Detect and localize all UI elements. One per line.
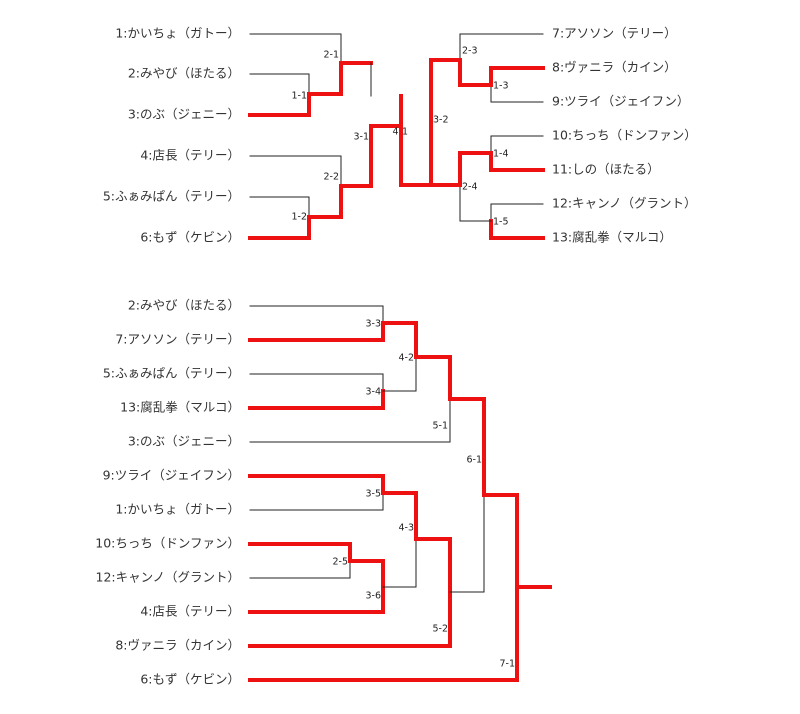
match-label: 3-6 (365, 591, 381, 602)
advance-line (381, 491, 418, 541)
match-label: 1-1 (291, 91, 307, 102)
entry-line (490, 135, 544, 154)
match-label: 3-2 (433, 115, 449, 126)
player-label: 5:ふぁみぱん（テリー） (103, 189, 240, 204)
match-label: 3-5 (365, 489, 381, 500)
player-label: 10:ちっち（ドンファン） (95, 536, 240, 551)
match-label: 4-3 (398, 523, 414, 534)
entry-line (249, 196, 310, 218)
player-label: 6:もず（ケビン） (140, 672, 240, 687)
entry-line (248, 474, 385, 495)
match-label: 5-2 (432, 624, 448, 635)
entry-line (490, 203, 544, 222)
player-label: 2:みやび（ほたる） (128, 298, 240, 313)
player-label: 5:ふぁみぱん（テリー） (103, 366, 240, 381)
player-label: 11:しの（ほたる） (552, 162, 660, 177)
entry-line (248, 590, 452, 648)
player-label: 7:アソソン（テリー） (115, 332, 240, 347)
match-label: 1-4 (493, 149, 509, 160)
advance-line (348, 559, 385, 589)
player-label: 1:かいちょ（ガトー） (115, 502, 240, 517)
advance-line (482, 493, 519, 589)
player-label: 1:かいちょ（ガトー） (115, 26, 240, 41)
match-label: 2-4 (462, 182, 478, 193)
entry-line (248, 92, 311, 117)
player-label: 12:キャンノ（グラント） (552, 196, 697, 211)
match-label: 2-5 (332, 557, 348, 568)
player-label: 9:ツライ（ジェイフン） (103, 468, 240, 483)
player-label: 3:のぶ（ジェニー） (128, 434, 240, 449)
entry-line (249, 305, 384, 324)
advance-line (449, 494, 485, 593)
advance-line (381, 321, 418, 359)
entry-line (249, 560, 351, 579)
entry-line (249, 73, 310, 95)
advance-line (414, 355, 452, 401)
match-label: 1-5 (493, 217, 509, 228)
match-label: 7-1 (499, 659, 515, 670)
entry-line (248, 585, 519, 682)
advance-line (429, 58, 493, 87)
entry-line (489, 66, 545, 87)
player-label: 10:ちっち（ドンファン） (552, 128, 697, 143)
entry-line (489, 219, 545, 240)
match-label: 1-2 (291, 212, 307, 223)
advance-line (399, 58, 433, 187)
entry-line (249, 398, 451, 443)
match-label: 4-2 (398, 353, 414, 364)
player-label: 12:キャンノ（グラント） (96, 570, 241, 585)
match-label: 3-4 (365, 387, 381, 398)
advance-line (307, 184, 373, 219)
player-label: 6:もず（ケビン） (140, 230, 240, 245)
entry-line (249, 155, 342, 187)
advance-line (382, 356, 417, 392)
player-label: 7:アソソン（テリー） (552, 26, 677, 41)
advance-line (458, 151, 493, 187)
entry-line (248, 585, 385, 614)
player-label: 4:店長（テリー） (140, 148, 240, 163)
entry-line (248, 215, 311, 240)
advance-line (414, 537, 452, 594)
match-label: 2-1 (323, 50, 339, 61)
match-label: 6-1 (466, 455, 482, 466)
entry-line (249, 373, 384, 392)
entry-line (249, 33, 342, 64)
match-label: 2-3 (462, 46, 478, 57)
player-label: 2:みやび（ほたる） (128, 66, 240, 81)
player-label: 13:腐乱拳（マルコ） (552, 230, 672, 245)
advance-line (448, 397, 486, 497)
match-label: 2-2 (323, 172, 339, 183)
player-label: 13:腐乱拳（マルコ） (120, 400, 240, 415)
advance-line (307, 61, 373, 96)
player-label: 8:ヴァニラ（カイン） (115, 638, 240, 653)
entry-line (248, 389, 385, 410)
player-label: 4:店長（テリー） (140, 604, 240, 619)
advance-line (369, 94, 403, 188)
match-label: 3-1 (353, 132, 369, 143)
match-label: 1-3 (493, 81, 509, 92)
match-label: 3-3 (365, 319, 381, 330)
entry-line (459, 33, 544, 61)
entry-line (490, 84, 544, 103)
entry-line (248, 321, 385, 342)
player-label: 9:ツライ（ジェイフン） (552, 94, 689, 109)
advance-line (459, 184, 492, 222)
advance-line (382, 538, 417, 588)
player-label: 3:のぶ（ジェニー） (128, 107, 240, 122)
entry-line (248, 542, 352, 563)
match-label: 5-1 (432, 421, 448, 432)
entry-line (249, 492, 384, 511)
player-label: 8:ヴァニラ（カイン） (552, 60, 677, 75)
entry-line (489, 151, 545, 172)
